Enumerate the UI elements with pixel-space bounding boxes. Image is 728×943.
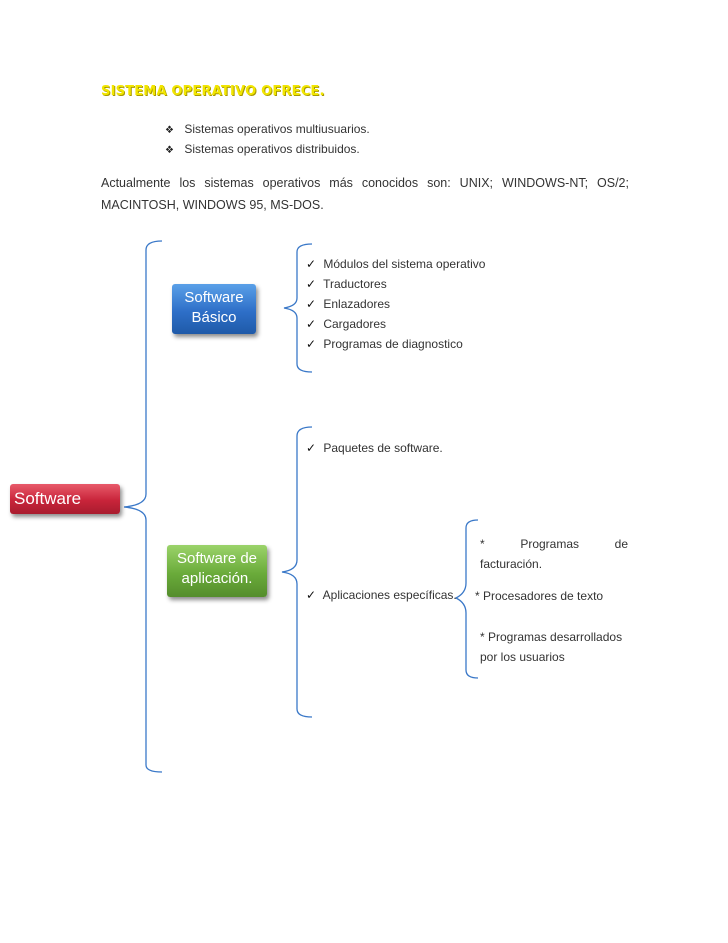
aplicacion-bracket xyxy=(281,426,313,718)
checkmark-icon: ✓ xyxy=(306,297,317,311)
basico-item-label: Enlazadores xyxy=(323,297,391,311)
especifica-item: * Procesadores de texto xyxy=(475,589,604,603)
section-heading: SISTEMA OPERATIVO OFRECE. xyxy=(101,84,325,99)
basico-item: ✓ Módulos del sistema operativo xyxy=(306,257,485,271)
intro-bullet: ❖ Sistemas operativos distribuidos. xyxy=(165,142,360,156)
intro-bullet: ❖ Sistemas operativos multiusuarios. xyxy=(165,122,370,136)
basico-bracket xyxy=(283,243,313,373)
checkmark-icon: ✓ xyxy=(306,588,317,602)
checkmark-icon: ✓ xyxy=(306,257,317,271)
intro-bullet-label: Sistemas operativos distribuidos. xyxy=(184,142,360,156)
checkmark-icon: ✓ xyxy=(306,441,317,455)
especifica-item: * Programas desarrollados por los usuari… xyxy=(480,630,623,664)
intro-bullet-label: Sistemas operativos multiusuarios. xyxy=(184,122,370,136)
especificas-bracket xyxy=(454,519,479,679)
especifica-item: * Programas de facturación. xyxy=(480,537,628,571)
basico-item: ✓ Programas de diagnostico xyxy=(306,337,463,351)
checkmark-icon: ✓ xyxy=(306,277,317,291)
aplicacion-item: ✓ Aplicaciones específicas. xyxy=(306,588,457,602)
basico-item: ✓ Enlazadores xyxy=(306,297,390,311)
checkmark-icon: ✓ xyxy=(306,337,317,351)
os-paragraph: Actualmente los sistemas operativos más … xyxy=(101,176,629,212)
basico-item: ✓ Traductores xyxy=(306,277,387,291)
diamond-bullet-icon: ❖ xyxy=(165,125,174,136)
basico-item-label: Programas de diagnostico xyxy=(323,337,463,351)
basico-item-label: Cargadores xyxy=(323,317,387,331)
software-root-box: Software xyxy=(10,484,120,514)
aplicacion-item-label: Aplicaciones específicas. xyxy=(322,588,457,602)
diamond-bullet-icon: ❖ xyxy=(165,145,174,156)
checkmark-icon: ✓ xyxy=(306,317,317,331)
aplicacion-item: ✓ Paquetes de software. xyxy=(306,441,443,455)
software-basico-box: Software Básico xyxy=(172,284,256,334)
aplicacion-item-label: Paquetes de software. xyxy=(323,441,443,455)
software-aplicacion-box: Software de aplicación. xyxy=(167,545,267,597)
basico-item-label: Módulos del sistema operativo xyxy=(323,257,486,271)
basico-item: ✓ Cargadores xyxy=(306,317,386,331)
basico-item-label: Traductores xyxy=(323,277,387,291)
main-bracket xyxy=(123,240,163,773)
